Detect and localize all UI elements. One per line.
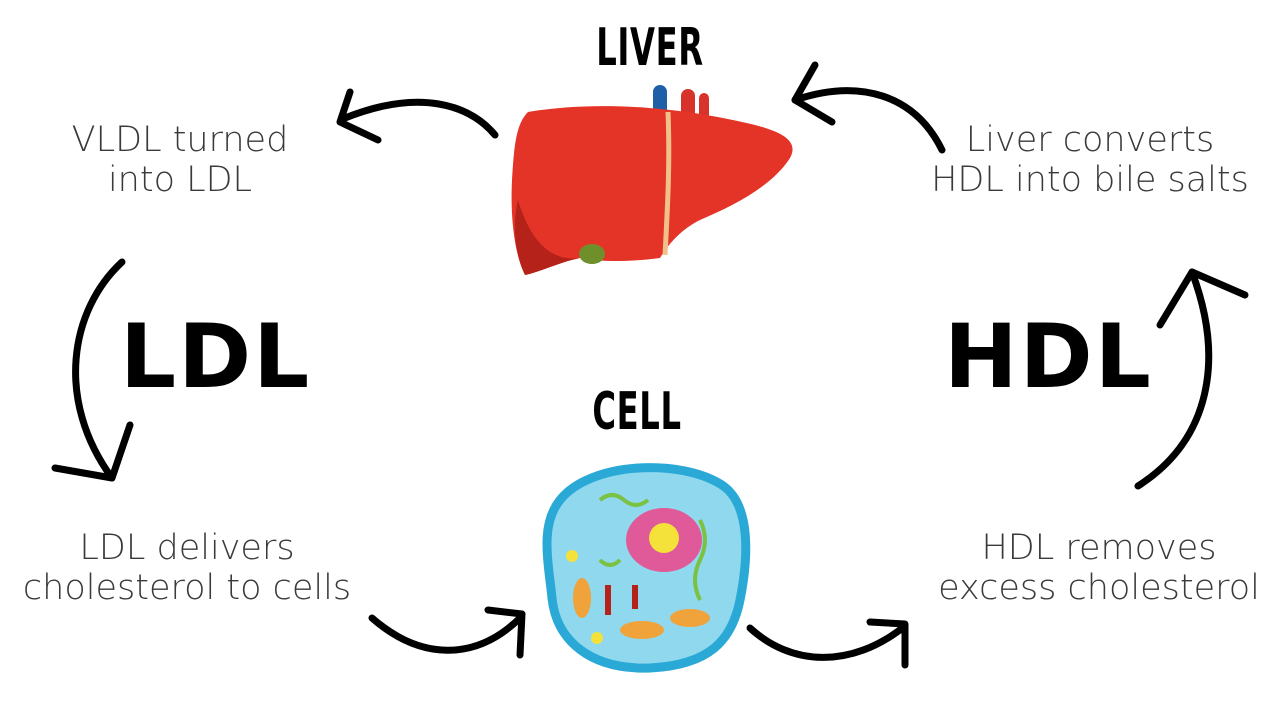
note-line: HDL into bile salts — [931, 160, 1249, 200]
centriole-shape — [632, 585, 638, 609]
vesicle-shape — [591, 632, 603, 644]
nucleolus-shape — [649, 523, 679, 553]
arrow-bile-to-liver — [791, 61, 946, 154]
er-shape — [693, 519, 707, 601]
golgi-shape — [620, 621, 664, 639]
arrow-cell-to-hdl — [746, 618, 909, 669]
note-line: excess cholesterol — [938, 568, 1260, 608]
arrow-ldl-down — [51, 258, 134, 482]
hdl-label: HDL — [944, 305, 1153, 408]
ldl-delivers-note: LDL delivers cholesterol to cells — [2, 528, 372, 608]
arrow-ldl-to-cell — [368, 606, 526, 659]
liver-body — [511, 106, 793, 276]
note-line: HDL removes — [981, 528, 1217, 568]
hdl-removes-note: HDL removes excess cholesterol — [918, 528, 1280, 608]
arrow-hdl-up — [1134, 268, 1249, 490]
arrow-liver-to-vldl — [336, 88, 499, 144]
vldl-note: VLDL turned into LDL — [30, 120, 330, 200]
note-line: VLDL turned — [71, 120, 289, 160]
note-line: cholesterol to cells — [22, 568, 352, 608]
liver-shade — [514, 200, 580, 275]
liver-converts-note: Liver converts HDL into bile salts — [905, 120, 1275, 200]
cell-title: CELL — [592, 382, 682, 442]
mitochondria-shape — [573, 578, 591, 618]
note-line: LDL delivers — [79, 528, 295, 568]
mitochondria-shape — [670, 609, 710, 627]
centriole-shape — [605, 585, 611, 615]
cell-icon — [542, 463, 751, 673]
note-line: into LDL — [107, 160, 253, 200]
ligament-shape — [662, 111, 672, 256]
gallbladder-shape — [579, 244, 605, 264]
liver-icon — [511, 85, 793, 276]
note-line: Liver converts — [965, 120, 1215, 160]
liver-title: LIVER — [596, 18, 704, 78]
ldl-label: LDL — [120, 305, 312, 408]
er-shape — [598, 493, 650, 507]
er-shape — [598, 558, 622, 567]
vesicle-shape — [566, 550, 578, 562]
